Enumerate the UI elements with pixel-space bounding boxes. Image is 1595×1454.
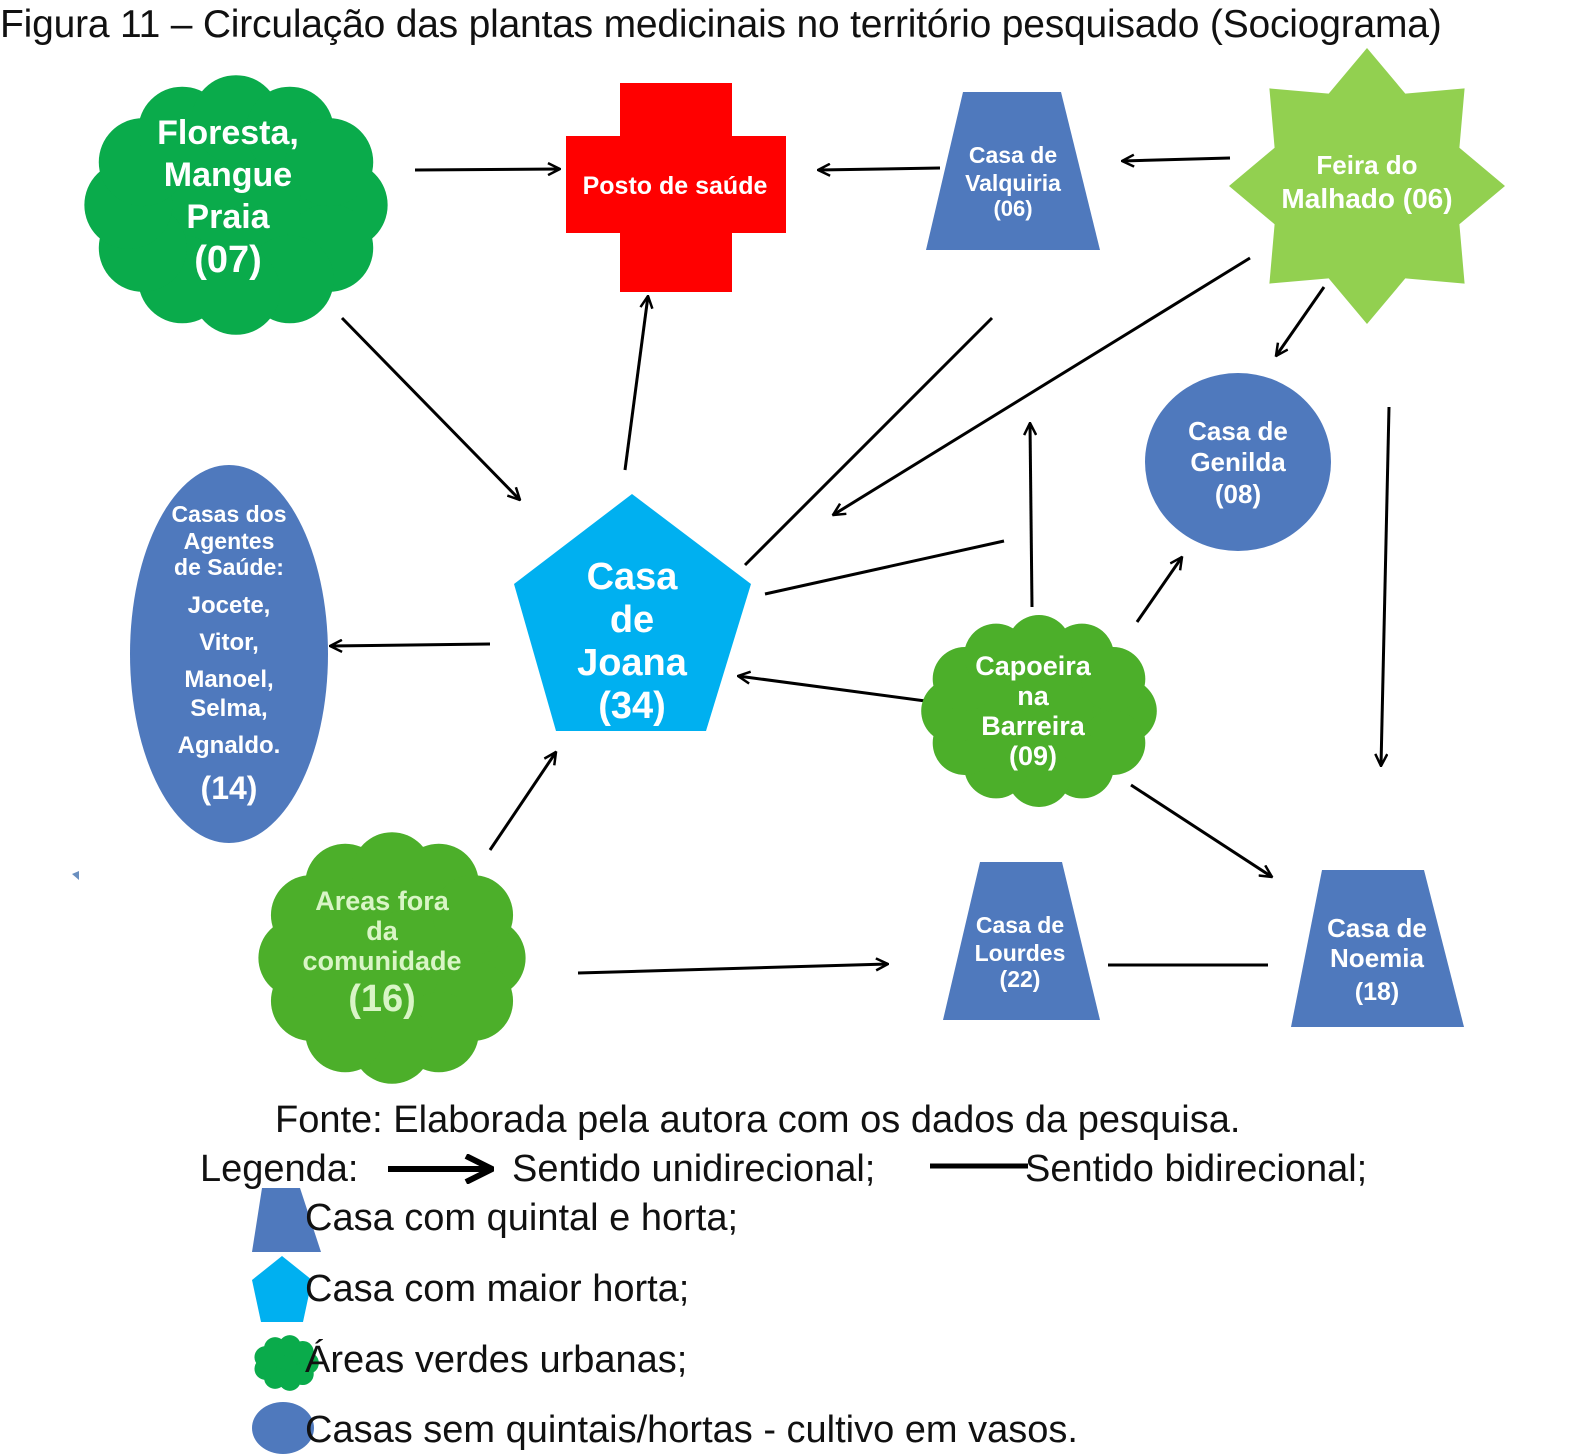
legend-item-cloud: Áreas verdes urbanas; (305, 1339, 688, 1381)
genilda-line-2: Genilda (1190, 447, 1286, 477)
legend-pentagon-icon (252, 1256, 312, 1322)
valquiria-line-2: Valquiria (965, 170, 1061, 196)
genilda-line-3: (08) (1215, 479, 1261, 509)
feira-line-1: Feira do (1316, 150, 1417, 180)
areas-cloud-puff (433, 875, 514, 956)
legend-bidirectional-text: Sentido bidirecional; (1025, 1148, 1368, 1190)
edge-areas-lourdes (577, 964, 888, 975)
node-capoeira-cloud: Capoeira na Barreira (09) (921, 615, 1157, 807)
legend-symbols (252, 1166, 1028, 1454)
lourdes-line-1: Casa de (976, 912, 1064, 938)
areas-line-4: (16) (348, 978, 416, 1020)
capoeira-cloud-puff (1081, 647, 1146, 712)
stray-mark (72, 871, 79, 880)
legend-cloud-puff (291, 1340, 314, 1363)
valquiria-line-1: Casa de (969, 142, 1057, 168)
edge-capoeira-joana-2 (764, 539, 1005, 596)
node-noemia-trapezoid: Casa de Noemia (18) (1291, 870, 1464, 1027)
noemia-line-1: Casa de (1327, 913, 1427, 943)
legend-cloud-icon (254, 1335, 319, 1391)
node-lourdes-trapezoid: Casa de Lourdes (22) (943, 862, 1100, 1020)
joana-line-2: de (610, 599, 654, 641)
node-floresta-cloud: Floresta, Mangue Praia (07) (84, 75, 388, 335)
valquiria-line-3: (06) (993, 196, 1032, 221)
capoeira-line-4: (09) (1009, 741, 1057, 771)
agentes-line-5: Vitor, (199, 629, 259, 656)
edge-capoeira-noemia (1130, 783, 1272, 877)
edge-feira-genilda (1276, 286, 1326, 356)
edge-joana-agentes (330, 644, 491, 646)
edges (330, 158, 1391, 975)
legend-trapezoid-icon (252, 1188, 321, 1252)
noemia-line-3: (18) (1355, 978, 1399, 1006)
agentes-line-3: de Saúde: (174, 554, 284, 580)
capoeira-line-3: Barreira (981, 711, 1086, 741)
agentes-line-7: Selma, (190, 695, 267, 722)
feira-line-2: Malhado (06) (1281, 183, 1452, 214)
agentes-line-2: Agentes (184, 528, 275, 554)
edge-capoeira-genilda (1135, 557, 1182, 623)
areas-line-3: comunidade (302, 946, 461, 976)
joana-line-3: Joana (577, 642, 688, 684)
legend-ellipse-icon (252, 1402, 314, 1454)
legend-label: Legenda: (200, 1148, 359, 1190)
areas-line-1: Areas fora (315, 886, 450, 916)
node-posto-cross: Posto de saúde (566, 83, 786, 292)
capoeira-line-1: Capoeira (975, 651, 1092, 681)
edge-feira-noemia (1381, 406, 1391, 766)
edge-feira-joana (833, 256, 1251, 515)
agentes-line-8: Agnaldo. (178, 732, 281, 759)
node-valquiria-trapezoid: Casa de Valquiria (06) (926, 92, 1100, 250)
capoeira-line-2: na (1017, 681, 1049, 711)
joana-line-1: Casa (587, 556, 679, 598)
areas-line-2: da (366, 916, 398, 946)
floresta-line-2: Mangue (164, 156, 292, 194)
edge-floresta-joana (340, 316, 520, 500)
posto-label: Posto de saúde (583, 172, 768, 200)
figure-title: Figura 11 – Circulação das plantas medic… (0, 3, 1442, 46)
floresta-line-4: (07) (194, 239, 262, 281)
legend-item-ellipse: Casas sem quintais/hortas - cultivo em v… (305, 1409, 1078, 1451)
node-feira-star: Feira do Malhado (06) (1229, 48, 1505, 324)
edge-areas-joana (488, 752, 556, 851)
lourdes-line-3: (22) (1000, 966, 1041, 992)
legend-item-pentagon: Casa com maior horta; (305, 1268, 690, 1310)
node-joana-pentagon: Casa de Joana (34) (514, 494, 751, 731)
edge-capoeira-up (1030, 423, 1032, 608)
genilda-line-1: Casa de (1188, 416, 1288, 446)
edge-valquiria-posto (818, 168, 941, 170)
lourdes-line-2: Lourdes (975, 940, 1066, 966)
floresta-cloud-puff (285, 118, 374, 207)
edge-floresta-posto (414, 169, 560, 170)
edge-joana-posto (623, 296, 648, 471)
agentes-line-9: (14) (201, 770, 258, 806)
node-agentes-ellipse: Casas dos Agentes de Saúde: Jocete, Vito… (130, 465, 328, 843)
source-note: Fonte: Elaborada pela autora com os dado… (275, 1099, 1241, 1141)
edge-capoeira-joana (738, 676, 934, 704)
legend-unidirectional-text: Sentido unidirecional; (512, 1148, 876, 1190)
agentes-line-4: Jocete, (188, 592, 271, 619)
edge-feira-valquiria (1122, 158, 1231, 161)
floresta-line-1: Floresta, (157, 114, 299, 152)
edge-valquiria-joana (743, 316, 994, 567)
floresta-line-3: Praia (186, 198, 270, 236)
legend-item-trapezoid: Casa com quintal e horta; (305, 1197, 739, 1239)
node-areas-cloud: Areas fora da comunidade (16) (258, 832, 526, 1084)
noemia-line-2: Noemia (1330, 943, 1424, 973)
agentes-line-6: Manoel, (184, 666, 273, 693)
node-genilda-circle: Casa de Genilda (08) (1145, 373, 1331, 551)
agentes-line-1: Casas dos (171, 501, 286, 527)
joana-line-4: (34) (598, 685, 666, 727)
